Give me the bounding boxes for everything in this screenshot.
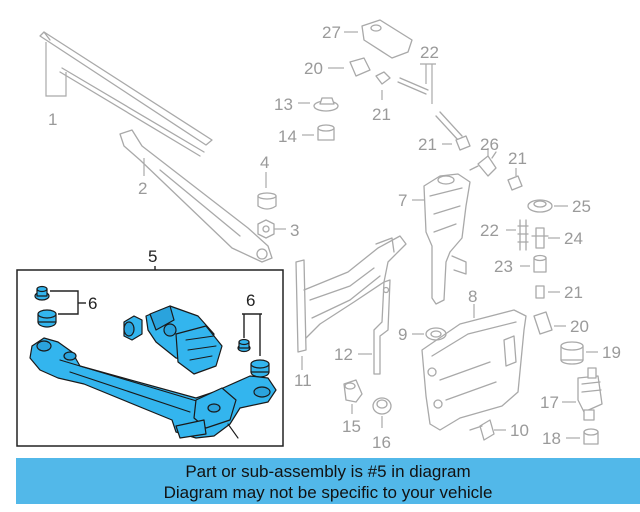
joint-26: [469, 151, 497, 177]
grommet-23: [533, 254, 547, 273]
nut-3: [257, 219, 275, 239]
callout-23: 23: [494, 257, 513, 276]
callout-1: 1: [48, 110, 57, 129]
callout-18: 18: [542, 429, 561, 448]
callout-6-left: 6: [88, 294, 97, 313]
grommet-6-left-upper: [34, 285, 50, 301]
wiper-blade-1: [39, 31, 213, 157]
callout-22-lower: 22: [480, 221, 499, 240]
callout-21-mid: 21: [418, 135, 437, 154]
callout-2: 2: [138, 179, 147, 198]
callout-17: 17: [540, 393, 559, 412]
parts-diagram: 1 2 3 4 5 6 6: [16, 19, 621, 452]
callout-9: 9: [398, 325, 407, 344]
caption-line-1: Part or sub-assembly is #5 in diagram: [185, 462, 471, 481]
wiper-linkage: [29, 337, 277, 439]
check-valve-21-lower: [535, 285, 545, 299]
caption-line-2: Diagram may not be specific to your vehi…: [163, 483, 493, 502]
connector-24: [531, 227, 549, 249]
callout-20-lower: 20: [570, 317, 589, 336]
callout-5: 5: [148, 247, 157, 266]
caption-banner: Part or sub-assembly is #5 in diagram Di…: [16, 458, 640, 504]
grommet-16: [372, 397, 392, 415]
grommet-19: [560, 341, 584, 365]
filler-neck-7: [423, 173, 471, 305]
callout-14: 14: [278, 127, 297, 146]
cap-25: [527, 199, 553, 213]
cowl-bracket-11: [295, 235, 407, 353]
callout-25: 25: [572, 197, 591, 216]
check-valve-21-right: [507, 175, 523, 191]
callout-15: 15: [342, 417, 361, 436]
callout-8: 8: [468, 287, 477, 306]
callout-21-right: 21: [508, 149, 527, 168]
washer-motor-15: [343, 379, 363, 403]
nozzle-27: [361, 19, 413, 59]
callout-3: 3: [290, 221, 299, 240]
seal-9: [425, 327, 447, 341]
clip-14: [317, 124, 335, 141]
wiper-arm-2: [119, 129, 273, 263]
callout-10: 10: [510, 421, 529, 440]
callout-6-right: 6: [246, 291, 255, 310]
bracket-12: [373, 279, 391, 375]
leader-1: [45, 42, 67, 97]
check-valve-21-mid: [455, 135, 471, 151]
callout-21-upper: 21: [372, 105, 391, 124]
callout-21-lower: 21: [564, 283, 583, 302]
callout-20-upper: 20: [304, 59, 323, 78]
callout-13: 13: [274, 95, 293, 114]
grommet-6-left-lower: [37, 309, 57, 328]
leader-6-right: [242, 313, 262, 356]
wiper-motor: [123, 305, 223, 375]
grommet-6-right-upper: [237, 338, 251, 353]
callout-19: 19: [602, 343, 621, 362]
hose-22-upper: [397, 77, 463, 141]
callout-22-upper: 22: [420, 43, 439, 62]
clip-10: [469, 419, 495, 441]
grommet-6-right-lower: [250, 359, 270, 378]
connector-20-lower: [533, 311, 553, 335]
callout-27: 27: [322, 23, 341, 42]
callout-16: 16: [372, 433, 391, 452]
seal-18: [583, 428, 599, 445]
callout-26: 26: [480, 135, 499, 154]
callout-7: 7: [398, 191, 407, 210]
leader-22-upper: [420, 63, 436, 104]
callout-12: 12: [334, 345, 353, 364]
callout-11: 11: [294, 371, 312, 390]
nozzle-13: [313, 97, 339, 112]
washer-reservoir-8: [421, 309, 527, 431]
check-valve-21-upper: [375, 71, 391, 85]
callout-4: 4: [260, 153, 269, 172]
callout-24: 24: [564, 229, 583, 248]
connector-20-upper: [349, 57, 371, 77]
washer-pump-17: [577, 367, 603, 421]
cap-4: [257, 192, 277, 210]
leader-6-left: [50, 290, 79, 315]
sub-assembly-5-box: [16, 269, 284, 447]
hose-22-lower: [517, 219, 529, 251]
